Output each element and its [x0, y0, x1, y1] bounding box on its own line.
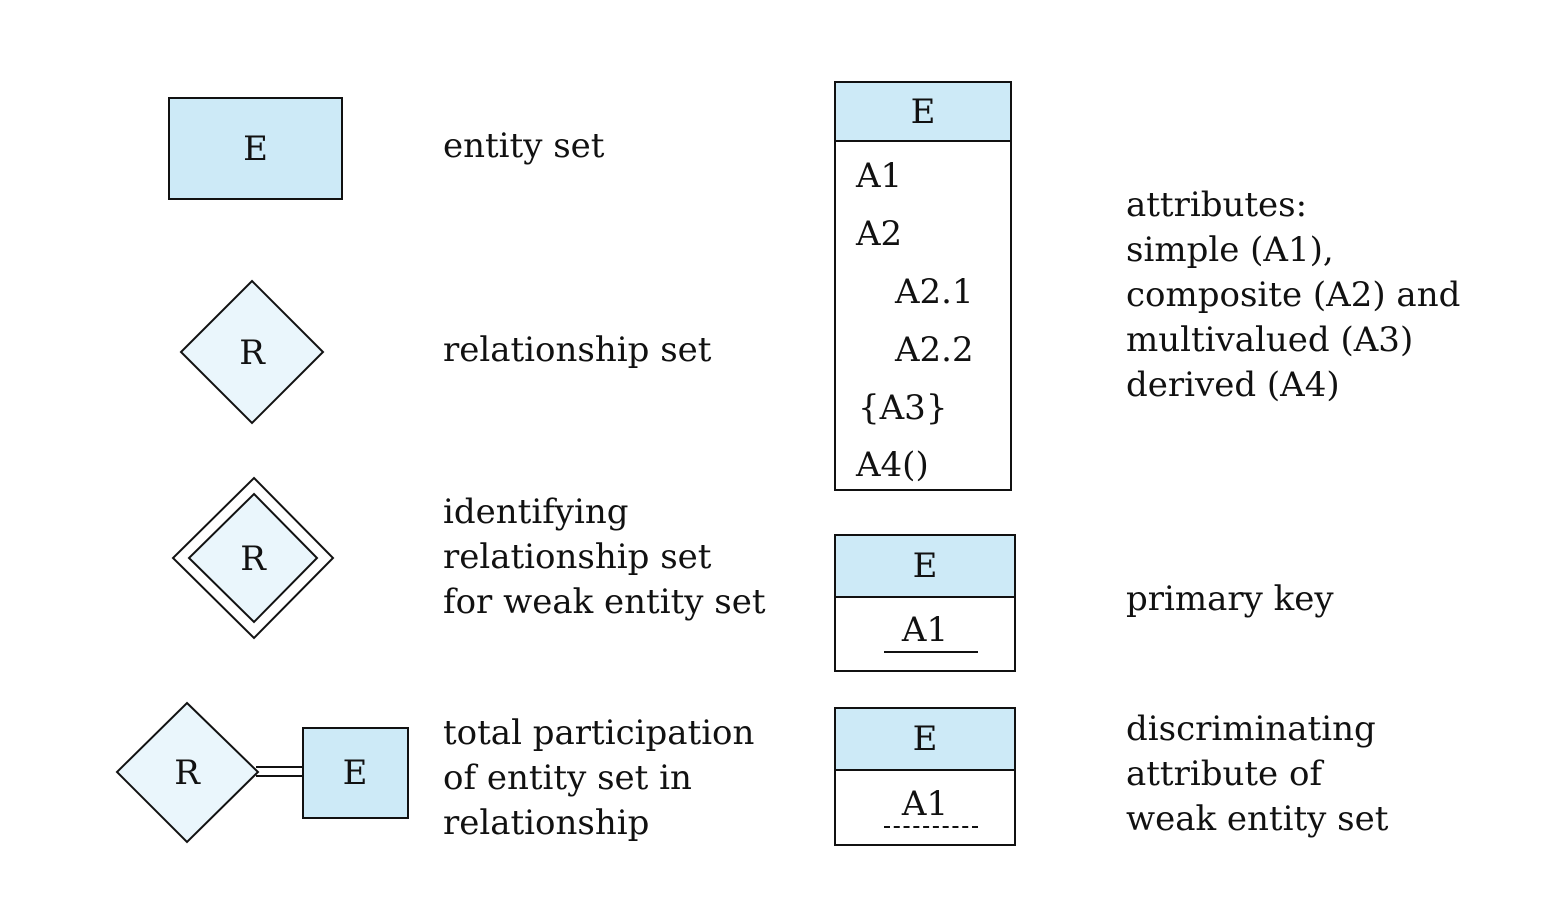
inner-diamond [187, 492, 319, 624]
participation-diamond [115, 701, 260, 844]
identifying-relationship-label: identifying relationship set for weak en… [443, 492, 766, 622]
attributes-entity-table: E A1 A2 A2.1 A2.2 {A3} A4() [834, 81, 1012, 491]
identifying-relationship-symbol: R [171, 476, 335, 640]
participation-relationship-letter: R [174, 753, 201, 793]
entity-set-symbol: E [168, 97, 343, 200]
discriminator-attr: A1 [901, 784, 949, 824]
identifying-relationship-letter: R [240, 539, 267, 579]
attr-simple: A1 [856, 156, 903, 196]
primary-key-label: primary key [1126, 579, 1334, 619]
relationship-set-letter: R [239, 333, 266, 373]
attr-component-1: A2.1 [895, 272, 974, 312]
attr-component-2: A2.2 [895, 330, 974, 370]
primary-key-entity-header: E [836, 536, 1014, 598]
discriminator-label: discriminating attribute of weak entity … [1126, 709, 1389, 839]
relationship-diamond [179, 279, 325, 425]
total-participation-label: total participation of entity set in rel… [443, 713, 755, 843]
relationship-set-label: relationship set [443, 330, 712, 370]
discriminator-dashed-underline [884, 826, 978, 828]
attr-derived: A4() [856, 445, 929, 485]
primary-key-attr: A1 [901, 610, 949, 650]
participation-entity [302, 727, 409, 819]
attr-composite: A2 [856, 214, 903, 254]
discriminator-entity-header: E [836, 709, 1014, 771]
attr-multivalued: {A3} [858, 388, 948, 428]
participation-entity-letter: E [343, 753, 368, 793]
primary-key-entity-table: E A1 [834, 534, 1016, 672]
total-participation-symbol: R E [115, 701, 409, 844]
primary-key-underline [884, 651, 978, 653]
entity-set-label: entity set [443, 126, 605, 166]
attributes-entity-header: E [836, 83, 1010, 142]
relationship-set-symbol: R [179, 279, 325, 425]
attributes-label: attributes: simple (A1), composite (A2) … [1126, 185, 1461, 405]
discriminator-entity-table: E A1 [834, 707, 1016, 846]
entity-set-letter: E [243, 128, 268, 169]
